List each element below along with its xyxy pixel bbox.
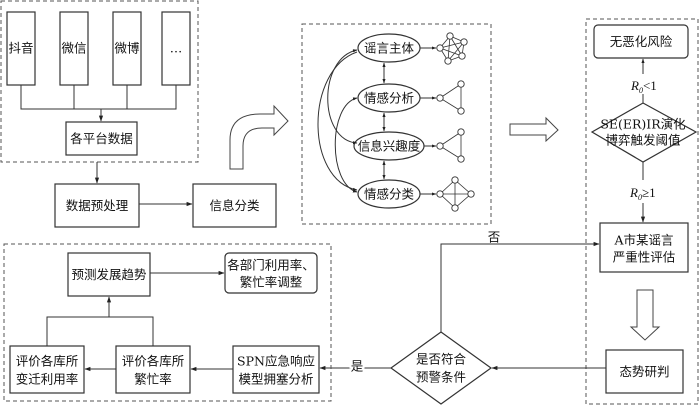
yes-label: 是 [351, 359, 364, 374]
svg-text:情感分析: 情感分析 [364, 91, 414, 106]
analysis-group [301, 23, 492, 225]
platform-label: 微信 [61, 41, 86, 56]
svg-text:谣言主体: 谣言主体 [364, 41, 415, 56]
platform-label: … [170, 41, 183, 56]
svg-text:繁忙率: 繁忙率 [134, 372, 172, 387]
svg-text:预警条件: 预警条件 [416, 370, 466, 385]
analysis-node-rumor-subject: 谣言主体 [357, 33, 421, 63]
predict-trend-box: 预测发展趋势 [67, 252, 151, 297]
svg-text:博弈触发阈值: 博弈触发阈值 [605, 133, 680, 148]
triangle-graph-icon [436, 80, 465, 115]
svg-text:评价各库所: 评价各库所 [122, 354, 185, 369]
svg-text:态势研判: 态势研判 [619, 364, 669, 379]
no-risk-box: 无恶化风险 [593, 24, 689, 59]
svg-text:情感分类: 情感分类 [364, 187, 415, 202]
no-branch-arrow [440, 241, 600, 332]
analysis-node-sentiment-analysis: 情感分析 [357, 83, 421, 113]
response-group [3, 243, 332, 402]
diamond-graph-icon [436, 176, 475, 212]
down-flow-arrow-icon [629, 289, 661, 341]
svg-text:预测发展趋势: 预测发展趋势 [71, 267, 147, 282]
svg-text:繁忙率调整: 繁忙率调整 [240, 275, 303, 290]
preprocess-box: 数据预处理 [54, 183, 140, 228]
svg-text:数据预处理: 数据预处理 [66, 198, 129, 213]
analysis-node-info-interest: 信息兴趣度 [353, 131, 425, 161]
platform-label: 抖音 [8, 41, 33, 56]
svg-text:R0<1: R0<1 [630, 78, 657, 95]
classify-box: 信息分类 [192, 183, 277, 228]
svg-text:A市某谣言: A市某谣言 [613, 233, 673, 248]
svg-text:是否符合: 是否符合 [416, 352, 467, 367]
platforms-group [0, 0, 199, 163]
svg-text:SE(ER)IR演化: SE(ER)IR演化 [600, 117, 686, 132]
svg-text:SPN应急响应: SPN应急响应 [237, 354, 315, 369]
complete-graph-icon [436, 32, 468, 65]
svg-text:信息兴趣度: 信息兴趣度 [358, 139, 421, 154]
eval-merge-connector [46, 316, 154, 346]
curve-link [327, 49, 358, 145]
triangle-graph-icon [436, 128, 465, 163]
severity-assessment-box: A市某谣言 严重性评估 [599, 222, 689, 273]
eval-busy-rate-box: 评价各库所 繁忙率 [115, 345, 191, 394]
condition-r0-less-1: R0<1 [630, 78, 657, 95]
svg-text:各平台数据: 各平台数据 [70, 131, 133, 146]
risk-assessment-group [585, 18, 699, 405]
condition-r0-ge-1: R0≥1 [629, 185, 656, 202]
curved-flow-arrow-icon [229, 104, 289, 170]
svg-text:信息分类: 信息分类 [209, 198, 260, 213]
no-label: 否 [488, 230, 501, 245]
platform-box-more: … [161, 11, 191, 86]
svg-text:R0≥1: R0≥1 [629, 185, 656, 202]
curve-link [334, 97, 358, 193]
platform-merge-connector [20, 85, 177, 110]
svg-text:模型拥塞分析: 模型拥塞分析 [238, 372, 313, 387]
analysis-node-sentiment-class: 情感分类 [357, 179, 421, 209]
svg-text:各部门利用率、: 各部门利用率、 [227, 258, 315, 273]
spn-analysis-box: SPN应急响应 模型拥塞分析 [232, 345, 320, 394]
svg-text:评价各库所: 评价各库所 [16, 354, 79, 369]
curve-link [317, 51, 358, 191]
warning-decision: 是否符合 预警条件 [389, 331, 493, 405]
threshold-decision: SE(ER)IR演化 博弈触发阈值 [590, 102, 698, 163]
platform-box-weibo: 微博 [112, 11, 142, 86]
platform-label: 微博 [114, 41, 140, 56]
platform-box-wechat: 微信 [59, 11, 89, 86]
platform-box-douyin: 抖音 [6, 11, 36, 86]
svg-text:严重性评估: 严重性评估 [613, 250, 676, 265]
situation-judgment-box: 态势研判 [605, 349, 684, 394]
adjust-rate-box: 各部门利用率、 繁忙率调整 [224, 252, 318, 294]
right-flow-arrow-icon [509, 116, 559, 143]
svg-text:变迁利用率: 变迁利用率 [16, 372, 79, 387]
eval-change-utilization-box: 评价各库所 变迁利用率 [9, 345, 85, 394]
merge-data-box: 各平台数据 [65, 121, 138, 156]
svg-text:无恶化风险: 无恶化风险 [610, 34, 673, 49]
